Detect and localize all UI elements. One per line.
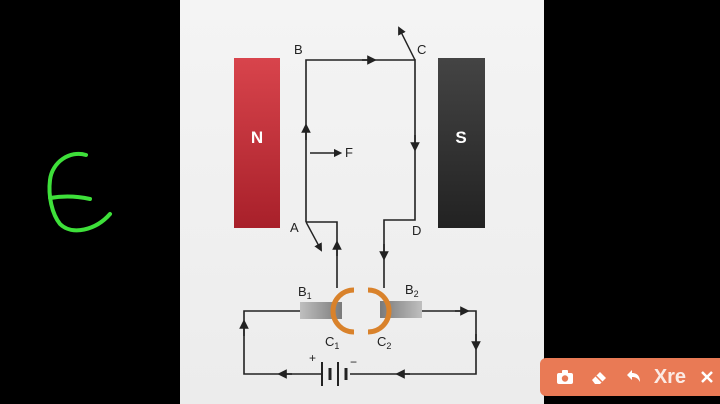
close-button[interactable]: [694, 364, 720, 390]
brand-text: Xre: [653, 365, 687, 388]
screenshot-button[interactable]: [552, 364, 578, 390]
south-magnet-label: S: [455, 128, 466, 147]
label-b: B: [294, 42, 303, 57]
label-b1: B1: [298, 284, 312, 301]
force-arrow-c: [398, 26, 416, 61]
close-icon: [701, 371, 713, 383]
handwritten-annotation: E: [47, 151, 112, 233]
north-magnet-label: N: [251, 128, 263, 147]
external-circuit: [243, 310, 477, 375]
commutator-c2: [367, 287, 392, 335]
force-arrow-a: [305, 221, 322, 252]
handwritten-letter-e: [47, 151, 112, 233]
label-a: A: [290, 220, 299, 235]
drawing-toolbar: Xre: [540, 358, 720, 396]
label-b2: B2: [405, 282, 419, 299]
undo-button[interactable]: [620, 364, 646, 390]
battery: [321, 362, 348, 386]
commutator-c1: [330, 287, 355, 335]
eraser-icon: [591, 372, 606, 384]
label-c2: C2: [377, 334, 391, 351]
battery-plus-label: +: [309, 351, 316, 365]
label-d: D: [412, 223, 421, 238]
label-c1: C1: [325, 334, 339, 351]
south-magnet: [438, 58, 485, 228]
label-f: F: [345, 145, 353, 160]
battery-minus-label: −: [350, 355, 357, 369]
camera-icon: [556, 370, 573, 384]
undo-icon: [626, 370, 640, 382]
north-magnet: [234, 58, 280, 228]
label-c: C: [417, 42, 426, 57]
eraser-button[interactable]: [586, 364, 612, 390]
coil-wire: [305, 59, 416, 288]
